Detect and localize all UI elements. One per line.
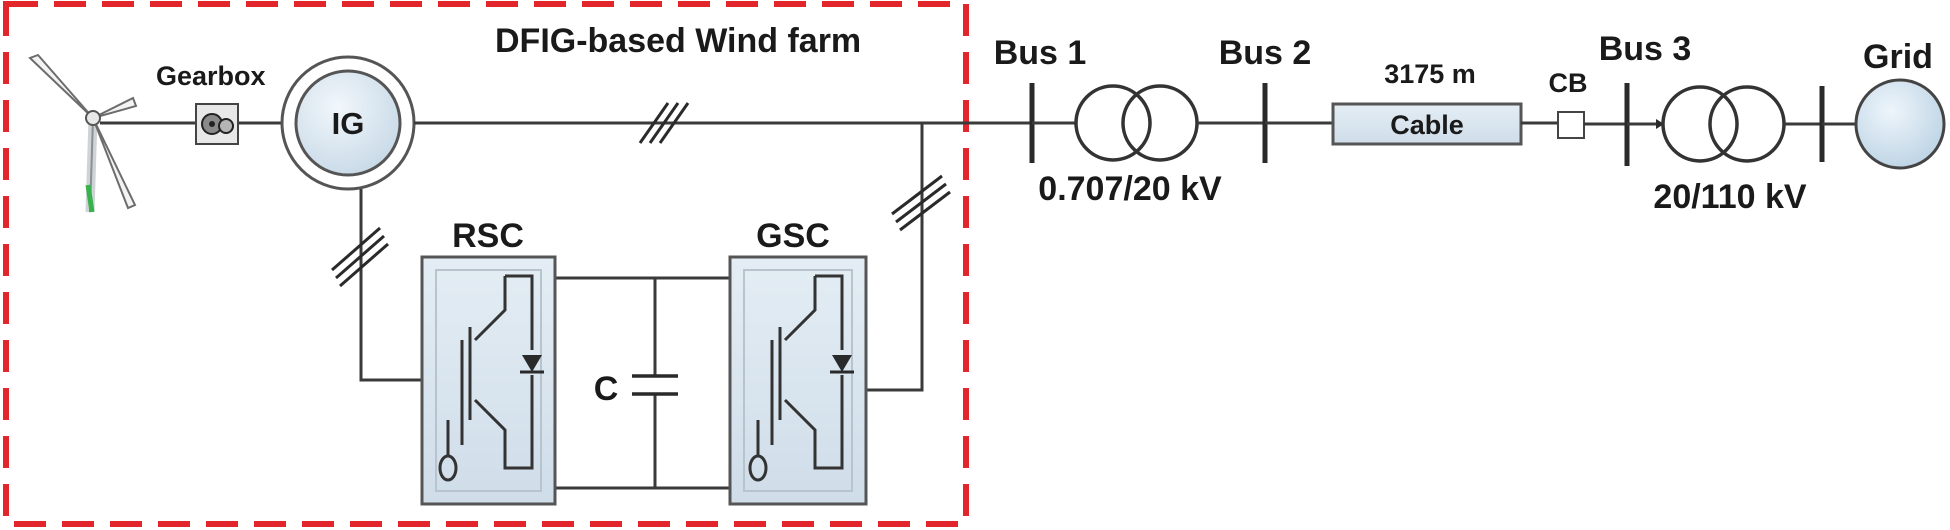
- cable-length: 3175 m: [1384, 59, 1476, 89]
- generator-label: IG: [332, 106, 365, 141]
- transformer2-icon: [1661, 85, 1786, 163]
- three-phase-mark-grid-side: [891, 174, 951, 232]
- grid-side-line: [866, 123, 924, 392]
- wind-farm-title: DFIG-based Wind farm: [495, 22, 861, 60]
- capacitor-label: C: [594, 370, 619, 408]
- transformer1-rating: 0.707/20 kV: [1038, 170, 1222, 208]
- rsc-label: RSC: [452, 217, 524, 255]
- induction-generator: [280, 55, 416, 191]
- dc-link-capacitor: [632, 374, 678, 396]
- cable-label: Cable: [1390, 110, 1464, 140]
- rotor-side-converter: [420, 255, 557, 506]
- bus3-label: Bus 3: [1599, 30, 1692, 68]
- bus2-label: Bus 2: [1219, 34, 1312, 72]
- wind-turbine-icon: [28, 53, 138, 213]
- wind-farm-boundary: [3, 1, 969, 527]
- circuit-breaker: [1557, 111, 1585, 139]
- cable-box: [1331, 102, 1523, 146]
- transformer1-icon: [1074, 84, 1199, 162]
- three-phase-mark-stator: [638, 102, 690, 144]
- rotor-line: [359, 189, 422, 382]
- transformer2-rating: 20/110 kV: [1653, 178, 1806, 216]
- cb-label: CB: [1549, 68, 1588, 98]
- grid-label: Grid: [1863, 38, 1933, 76]
- grid-side-converter: [728, 255, 868, 506]
- bus1-label: Bus 1: [994, 34, 1087, 72]
- gearbox-label: Gearbox: [156, 61, 266, 91]
- gearbox-icon: [195, 103, 239, 145]
- three-phase-mark-rotor: [331, 226, 389, 288]
- grid-source: [1854, 78, 1946, 170]
- gsc-label: GSC: [756, 217, 830, 255]
